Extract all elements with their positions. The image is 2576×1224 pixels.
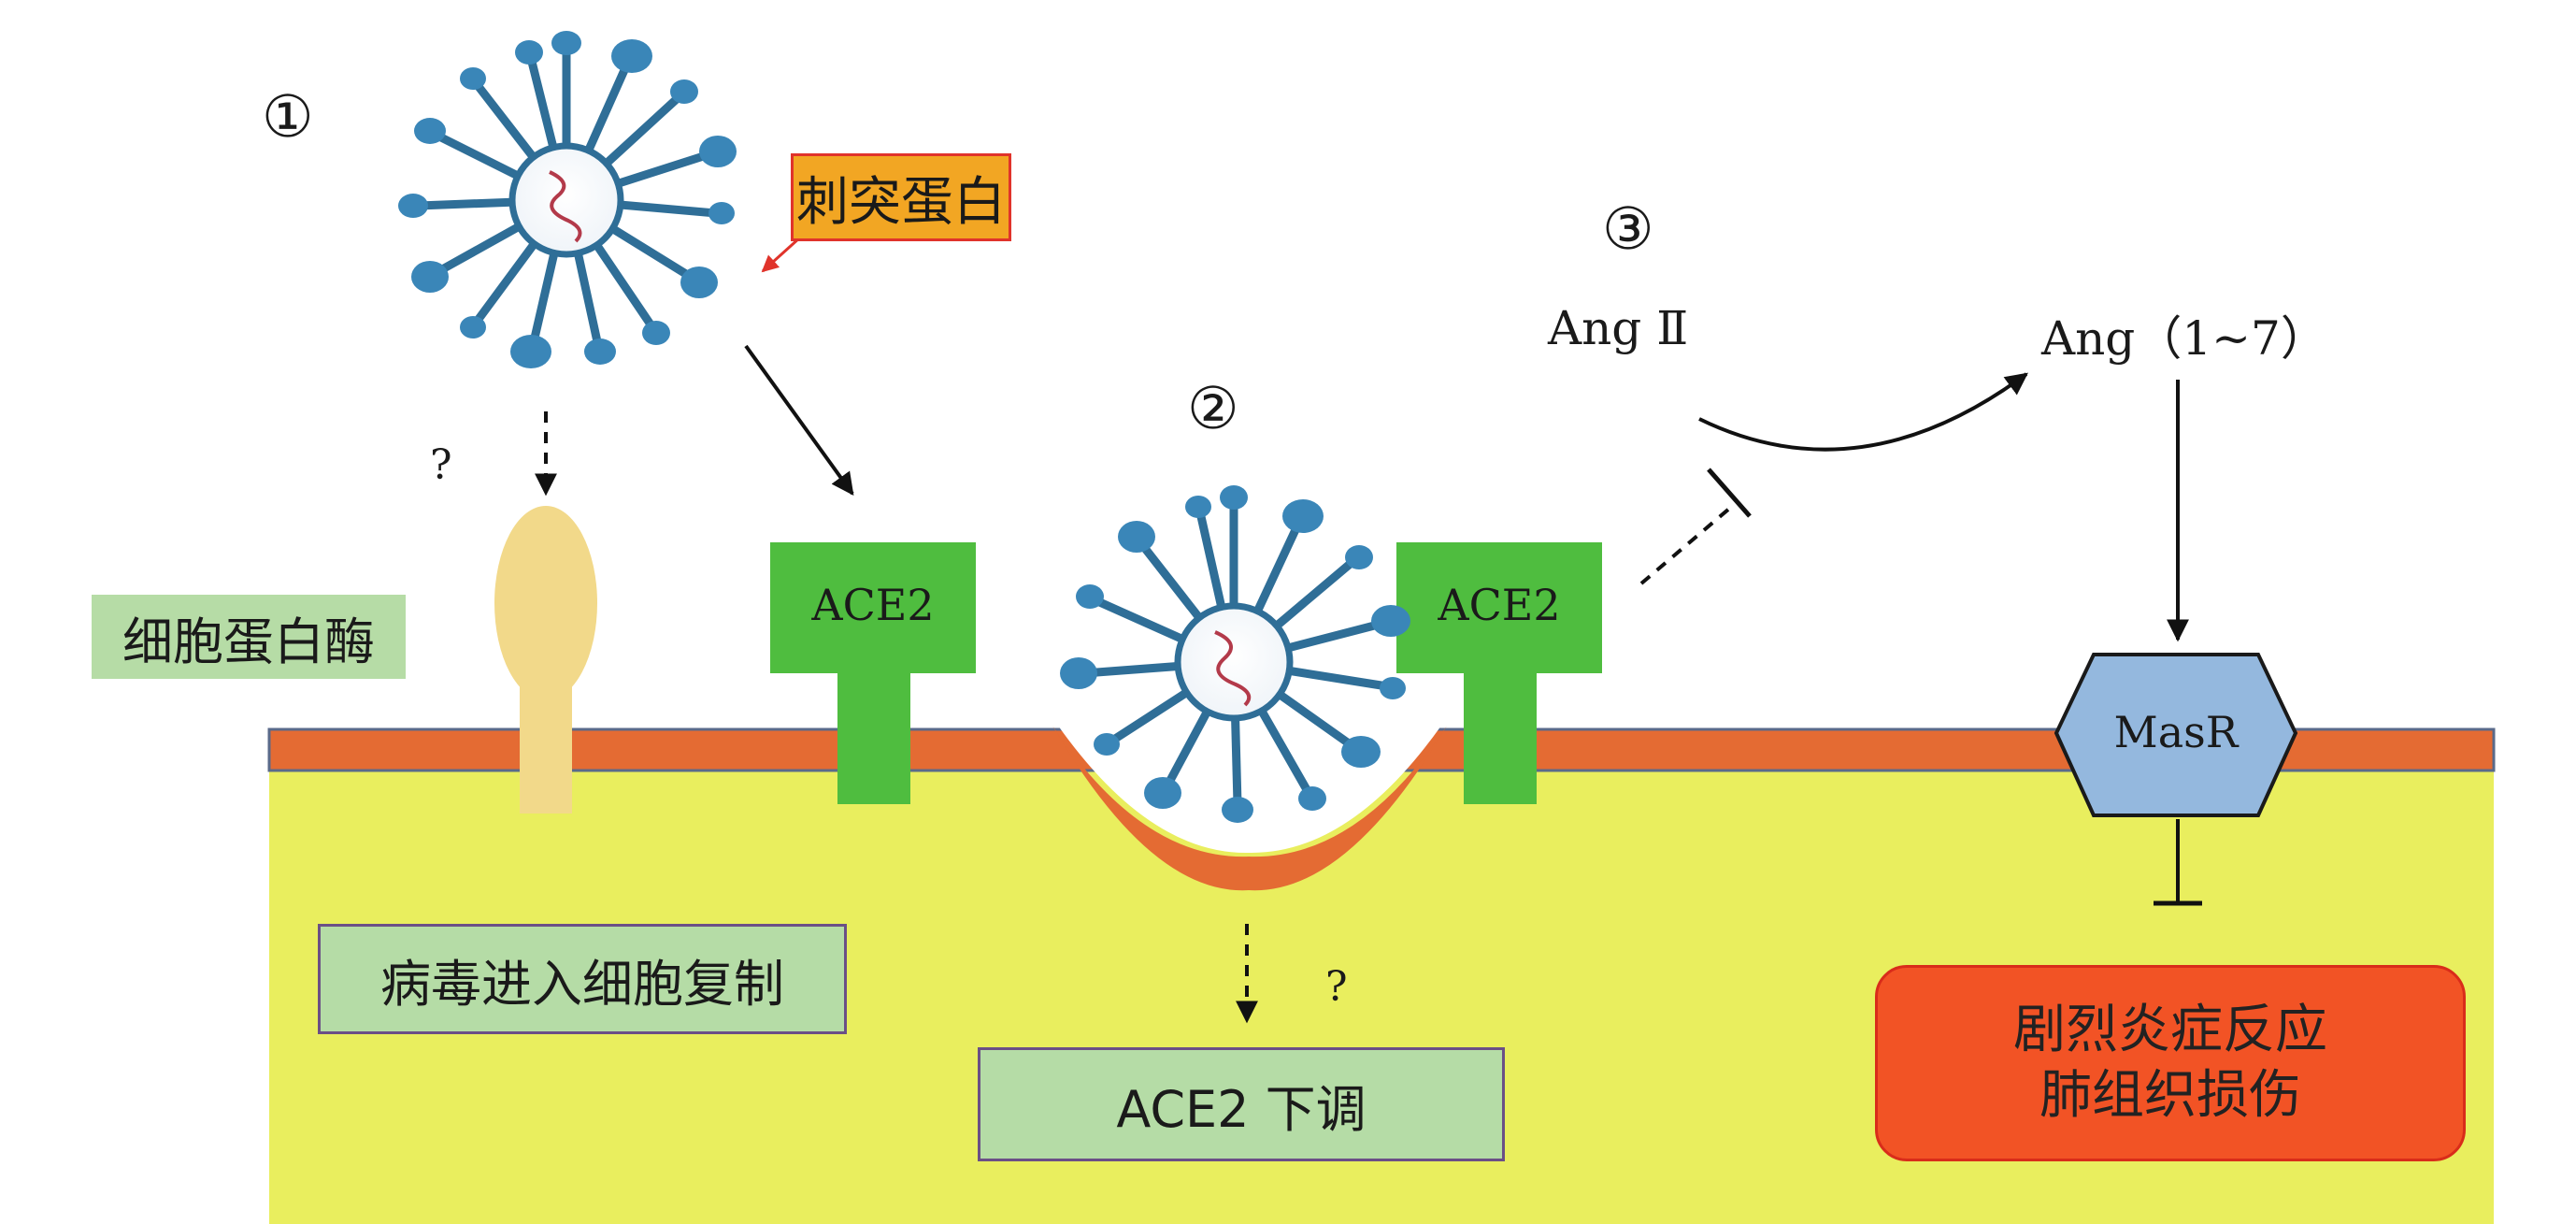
cell-protease-shape xyxy=(494,506,597,814)
inflammation-line-1: 剧烈炎症反应 xyxy=(2013,1000,2327,1060)
inflammation-box: 剧烈炎症反应 肺组织损伤 xyxy=(1875,965,2466,1161)
virus-replication-box: 病毒进入细胞复制 xyxy=(318,924,847,1034)
question-mark-downregulation: ? xyxy=(1325,963,1348,1011)
ace2-label-right: ACE2 xyxy=(1438,580,1561,630)
inflammation-line-2: 肺组织损伤 xyxy=(2039,1065,2301,1126)
endocytosis-pit xyxy=(1052,726,1447,891)
masr-label: MasR xyxy=(2113,707,2239,757)
inhibit-bar-ace2 xyxy=(1707,468,1752,518)
arrow-virus-to-ace2 xyxy=(744,344,854,496)
ang-ii-label: Ang Ⅱ xyxy=(1548,301,1689,355)
step-2-label: ② xyxy=(1187,374,1239,442)
question-mark-protease: ? xyxy=(430,441,452,489)
ace2-label-left: ACE2 xyxy=(811,580,935,630)
masr-receptor xyxy=(2054,653,2298,817)
arrow-angii-to-ang17 xyxy=(1698,372,2028,452)
ace2-downregulation-box: ACE2 下调 xyxy=(978,1047,1505,1161)
ang-1-7-label: Ang（1~7） xyxy=(2041,311,2327,366)
virus-particle-entering xyxy=(1060,485,1410,823)
cell-protease-label: 细胞蛋白酶 xyxy=(92,595,406,679)
ace2-receptor-right xyxy=(1396,542,1602,804)
arrow-spike-pointer xyxy=(761,236,802,273)
step-3-label: ③ xyxy=(1602,194,1654,263)
inhibit-line-ace2-dashed xyxy=(1639,507,1731,585)
virus-particle-top xyxy=(398,31,737,368)
ace2-receptor-left xyxy=(770,542,976,804)
spike-protein-label: 刺突蛋白 xyxy=(791,153,1011,241)
step-1-label: ① xyxy=(262,82,314,151)
